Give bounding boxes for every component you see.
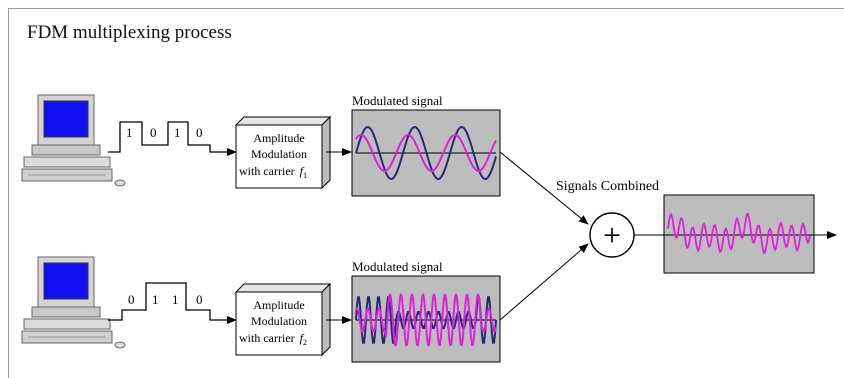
computer-icon [21, 94, 126, 187]
bit-label: 0 [196, 292, 203, 307]
bit-label: 1 [172, 292, 179, 307]
box-line: Modulation [251, 147, 307, 161]
combined-label: Signals Combined [556, 179, 659, 194]
digital-waveform-2 [108, 282, 232, 321]
adder-plus-icon: + [589, 212, 635, 258]
box-line: with carrier [239, 164, 295, 178]
digital-waveform-1 [108, 121, 232, 153]
carrier-f: f [300, 164, 305, 178]
plus-symbol: + [603, 217, 621, 253]
bit-label: 1 [126, 125, 133, 140]
signal-label: Modulated signal [352, 259, 443, 274]
bit-label: 1 [152, 292, 159, 307]
bit-label: 0 [196, 125, 203, 140]
carrier-sub: 2 [303, 338, 307, 347]
magenta-wave [355, 133, 497, 172]
box-line: with carrier [239, 331, 295, 345]
combined-wave [667, 212, 811, 255]
box-line: Modulation [251, 314, 307, 328]
box-line: Amplitude [253, 131, 304, 145]
bit-label: 0 [128, 292, 135, 307]
bit-label: 0 [150, 125, 157, 140]
magenta-wave [355, 293, 497, 346]
modulation-box-1: Amplitude Modulation with carrier f1 [234, 115, 332, 190]
diagram-frame [8, 8, 844, 378]
navy-wave [355, 125, 497, 181]
svg-text:with carrier f2: with carrier f2 [239, 331, 307, 347]
diagram-title: FDM multiplexing process [27, 22, 232, 43]
carrier-f: f [300, 331, 305, 345]
combined-signal-panel [663, 194, 815, 274]
computer-icon [21, 256, 126, 349]
box-line: Amplitude [253, 298, 304, 312]
bit-label: 1 [174, 125, 181, 140]
svg-text:with carrier f1: with carrier f1 [239, 164, 307, 180]
carrier-sub: 1 [303, 171, 307, 180]
modulation-box-2: Amplitude Modulation with carrier f2 [234, 282, 332, 357]
signal-label: Modulated signal [352, 93, 443, 108]
